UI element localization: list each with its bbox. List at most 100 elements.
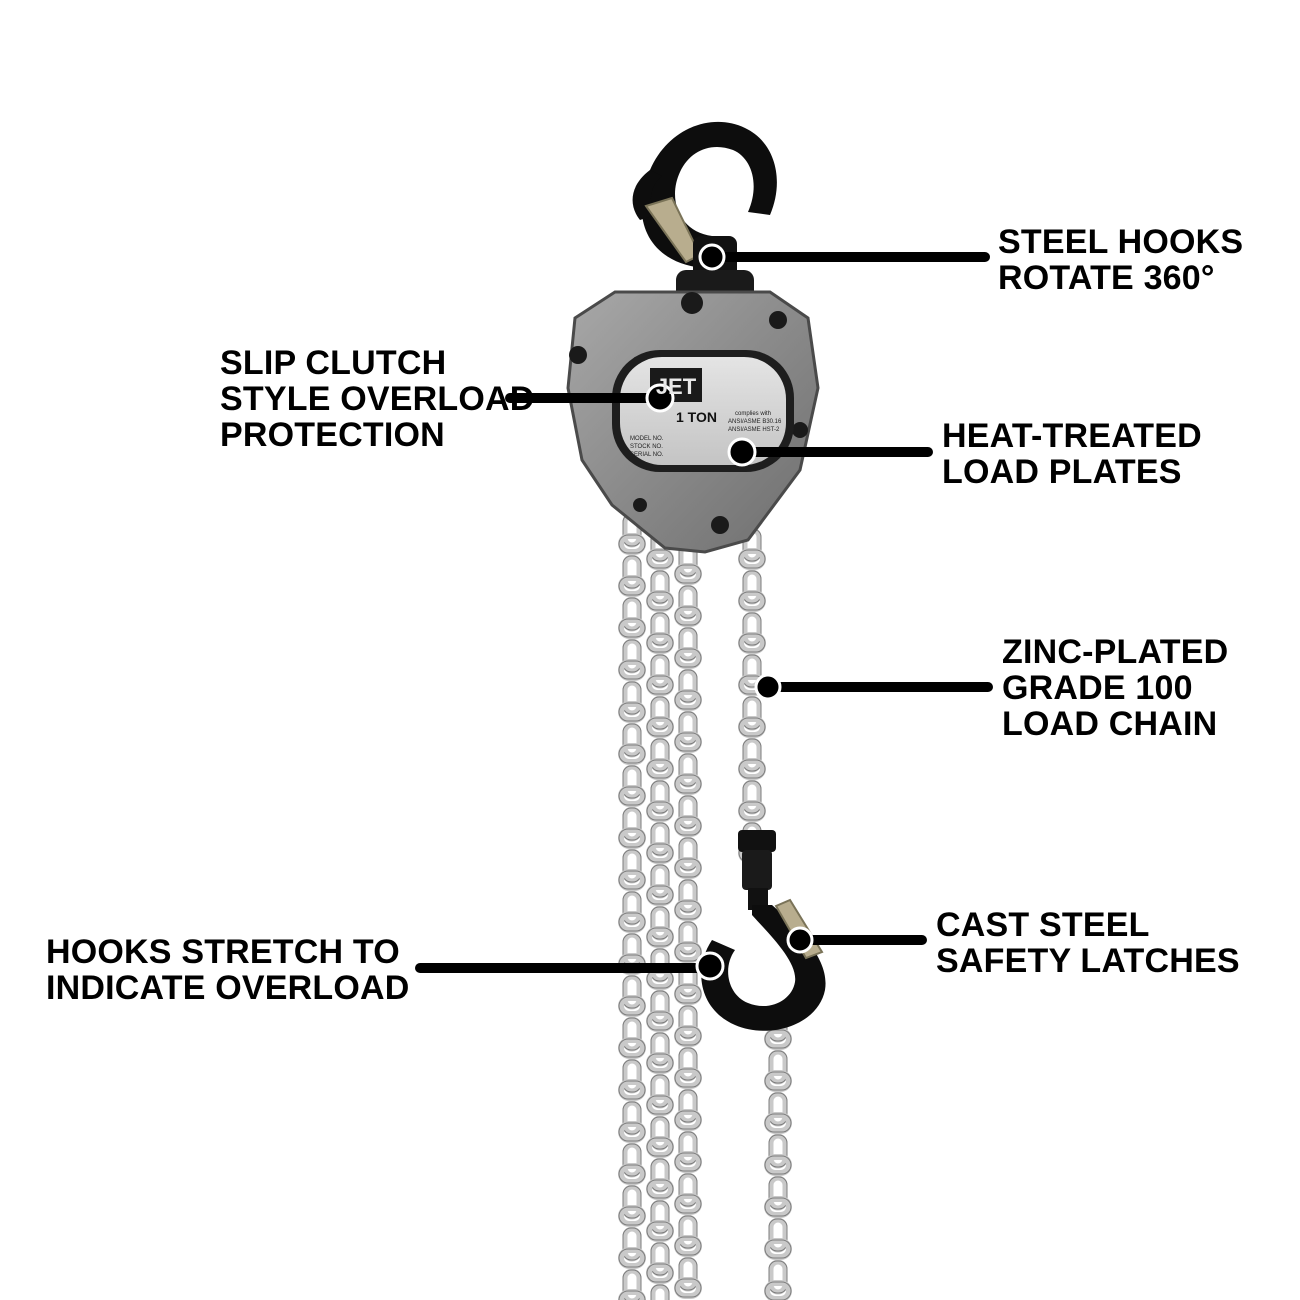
chain-link — [622, 848, 642, 884]
chain-link — [678, 836, 698, 872]
chain-link — [618, 743, 646, 765]
chain-link — [618, 1247, 646, 1269]
chain-link — [678, 1172, 698, 1208]
chain-link — [768, 1259, 788, 1295]
chain-link-edge — [618, 996, 646, 1016]
chain-link — [764, 1154, 792, 1176]
callout-dot-slip-clutch — [645, 383, 675, 413]
chain-link — [650, 989, 670, 1025]
chain-link-edge — [622, 1227, 642, 1261]
name-plate: JET 1 TON MODEL NO. STOCK NO. SERIAL NO.… — [630, 374, 782, 458]
chain-link-edge — [768, 1050, 788, 1084]
chain-link — [618, 911, 646, 933]
chain-strand — [764, 1007, 792, 1300]
chain-link-edge — [674, 1194, 702, 1214]
chain-link-edge — [678, 711, 698, 745]
chain-link — [768, 1049, 788, 1085]
chain-link-edge — [622, 555, 642, 589]
plate-line-model: MODEL NO. — [630, 436, 664, 442]
chain-link — [678, 878, 698, 914]
chain-link — [622, 890, 642, 926]
chain-link-edge — [674, 900, 702, 920]
chain-link — [678, 1004, 698, 1040]
chain-link — [678, 794, 698, 830]
chain-link-edge — [618, 576, 646, 596]
chain-link — [618, 1037, 646, 1059]
chain-link — [618, 1079, 646, 1101]
chain-link-edge — [742, 696, 762, 730]
callout-dot-steel-hooks — [698, 243, 726, 271]
chain-link-edge — [622, 849, 642, 883]
chain-link-edge — [678, 1131, 698, 1165]
chain-link — [674, 1235, 702, 1257]
chain-link-edge — [618, 1164, 646, 1184]
chain-link-edge — [678, 1257, 698, 1291]
chain-link — [622, 764, 642, 800]
callout-dot-cast-steel — [786, 926, 814, 954]
chain-link — [650, 1073, 670, 1109]
chain-link — [764, 1238, 792, 1260]
chain-link — [674, 605, 702, 627]
chain-link — [622, 974, 642, 1010]
chain-link — [646, 590, 674, 612]
chain-link-edge — [674, 606, 702, 626]
compliance-line-1: complies with — [735, 411, 771, 417]
chain-link-edge — [650, 1284, 670, 1300]
chain-link — [650, 569, 670, 605]
chain-link — [678, 710, 698, 746]
chain-link — [622, 680, 642, 716]
chain-link-edge — [650, 654, 670, 688]
chain-link-edge — [646, 843, 674, 863]
chain-link — [674, 1109, 702, 1131]
chain-link-edge — [622, 681, 642, 715]
chain-link-edge — [768, 1218, 788, 1252]
chain-link-edge — [674, 648, 702, 668]
chain-link — [618, 533, 646, 555]
chain-link — [738, 590, 766, 612]
chain-link-edge — [618, 870, 646, 890]
chain-link — [622, 554, 642, 590]
chain-link — [622, 1268, 642, 1300]
chain-link — [618, 575, 646, 597]
chain-link-edge — [646, 591, 674, 611]
chain-link — [678, 1130, 698, 1166]
chain-link — [646, 1136, 674, 1158]
chain-link — [650, 863, 670, 899]
chain-link-edge — [742, 780, 762, 814]
chain-link — [742, 611, 762, 647]
chain-link-edge — [650, 1116, 670, 1150]
chain-link — [764, 1028, 792, 1050]
chain-link — [646, 1220, 674, 1242]
chain-link-edge — [646, 885, 674, 905]
chain-link-edge — [646, 801, 674, 821]
chain-link-edge — [674, 816, 702, 836]
chain-link-edge — [764, 1113, 792, 1133]
chain-link-edge — [678, 837, 698, 871]
chain-link — [622, 1226, 642, 1262]
chain-link — [646, 884, 674, 906]
chain-link-edge — [768, 1260, 788, 1294]
chain-link-edge — [674, 690, 702, 710]
chain-link-edge — [650, 570, 670, 604]
chain-link-edge — [768, 1092, 788, 1126]
chain-link-edge — [650, 1032, 670, 1066]
chain-link-edge — [742, 612, 762, 646]
callout-lines — [415, 243, 993, 981]
chain-link — [678, 668, 698, 704]
chain-link — [646, 548, 674, 570]
chain-link — [650, 821, 670, 857]
chain-link-edge — [650, 738, 670, 772]
chain-link-edge — [650, 864, 670, 898]
chain-link — [650, 1199, 670, 1235]
chain-link — [674, 1193, 702, 1215]
compliance-line-2: ANSI/ASME B30.16 — [728, 419, 782, 425]
callout-dot-heat-treated — [727, 437, 757, 467]
chain-link-edge — [678, 585, 698, 619]
chain-link — [674, 689, 702, 711]
chain-link-edge — [650, 990, 670, 1024]
